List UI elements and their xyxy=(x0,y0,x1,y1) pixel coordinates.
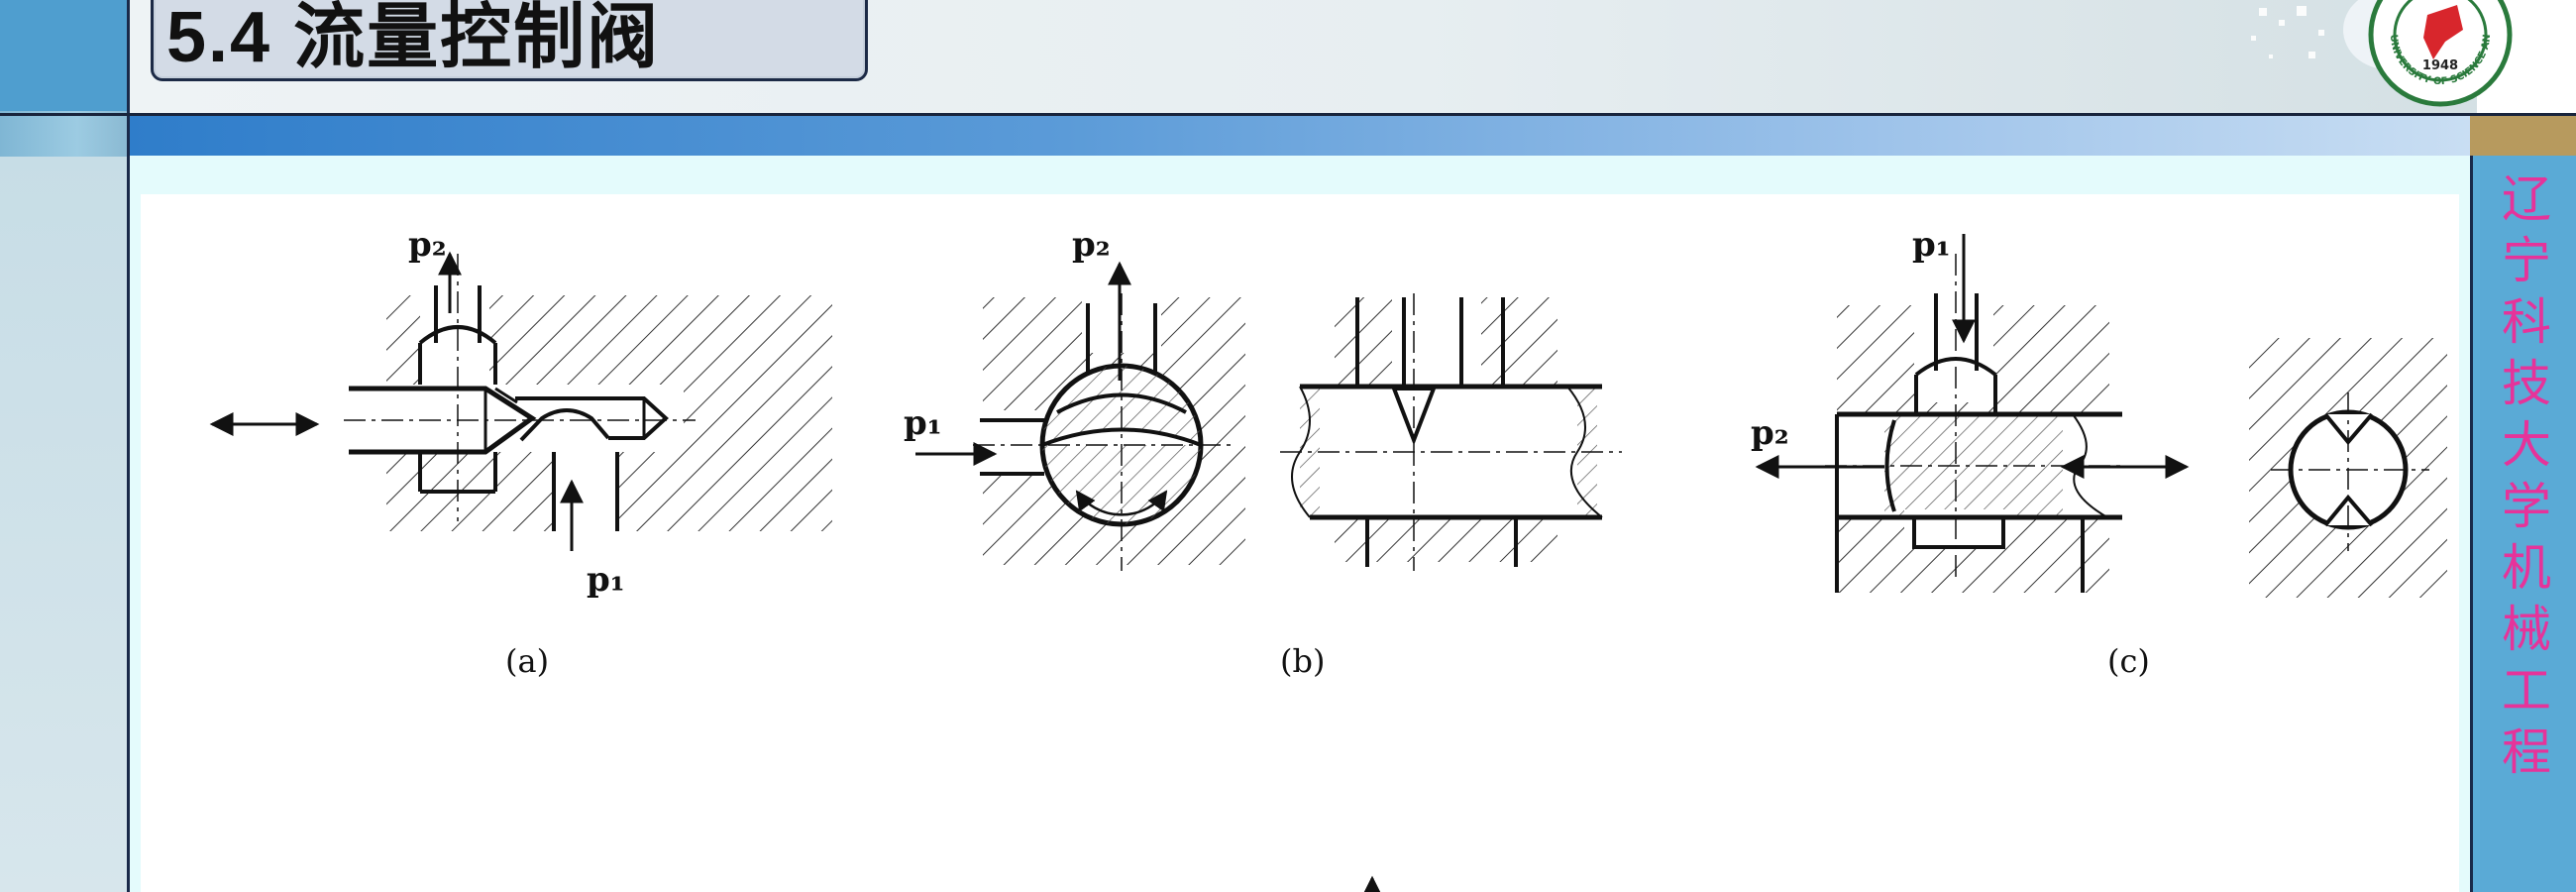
logo-year: 1948 xyxy=(2422,58,2458,73)
page-title: 5.4 流量控制阀 xyxy=(166,0,661,77)
label-a-p-top: p₂ xyxy=(408,225,447,265)
side-char: 程 xyxy=(2502,724,2551,781)
right-sidebar xyxy=(2470,156,2576,892)
label-a-p-bottom: p₁ xyxy=(587,560,625,600)
throttle-orifice-diagram: p₂ p₁ (a) xyxy=(209,225,2447,892)
right-gold-block xyxy=(2470,116,2576,156)
accent-bar xyxy=(130,116,2470,156)
figure-a xyxy=(209,244,832,551)
side-char: 学 xyxy=(2502,478,2551,535)
side-char: 宁 xyxy=(2502,232,2551,289)
left-strip-mid xyxy=(0,157,129,892)
side-char: 大 xyxy=(2502,416,2551,474)
caption-b: (b) xyxy=(1280,642,1325,680)
side-char: 科 xyxy=(2502,293,2551,351)
label-c-p-top: p₁ xyxy=(1912,225,1951,265)
title-box xyxy=(151,0,868,81)
university-logo: UNIVERSITY OF SCIENCE AND TECHNOLOGY LIA… xyxy=(2366,0,2513,107)
figure-b xyxy=(915,234,1622,571)
caption-a: (a) xyxy=(505,642,549,680)
header-divider xyxy=(0,113,2576,116)
side-char: 技 xyxy=(2502,355,2551,412)
left-divider xyxy=(127,0,130,892)
side-char: 机 xyxy=(2502,539,2551,597)
logo-emblem-icon xyxy=(2423,5,2463,59)
label-c-p-left: p₂ xyxy=(1751,413,1789,453)
vertical-department-label: 辽 宁 科 技 大 学 机 械 工 程 xyxy=(2492,168,2561,783)
side-char: 工 xyxy=(2502,662,2551,720)
left-strip-top xyxy=(0,0,129,111)
side-char: 辽 xyxy=(2502,170,2551,228)
side-char: 械 xyxy=(2502,601,2551,658)
label-b-p-top: p₂ xyxy=(1072,225,1111,265)
caption-c: (c) xyxy=(2107,642,2150,680)
label-b-p-left: p₁ xyxy=(904,403,942,443)
figure-c xyxy=(1755,234,2447,598)
